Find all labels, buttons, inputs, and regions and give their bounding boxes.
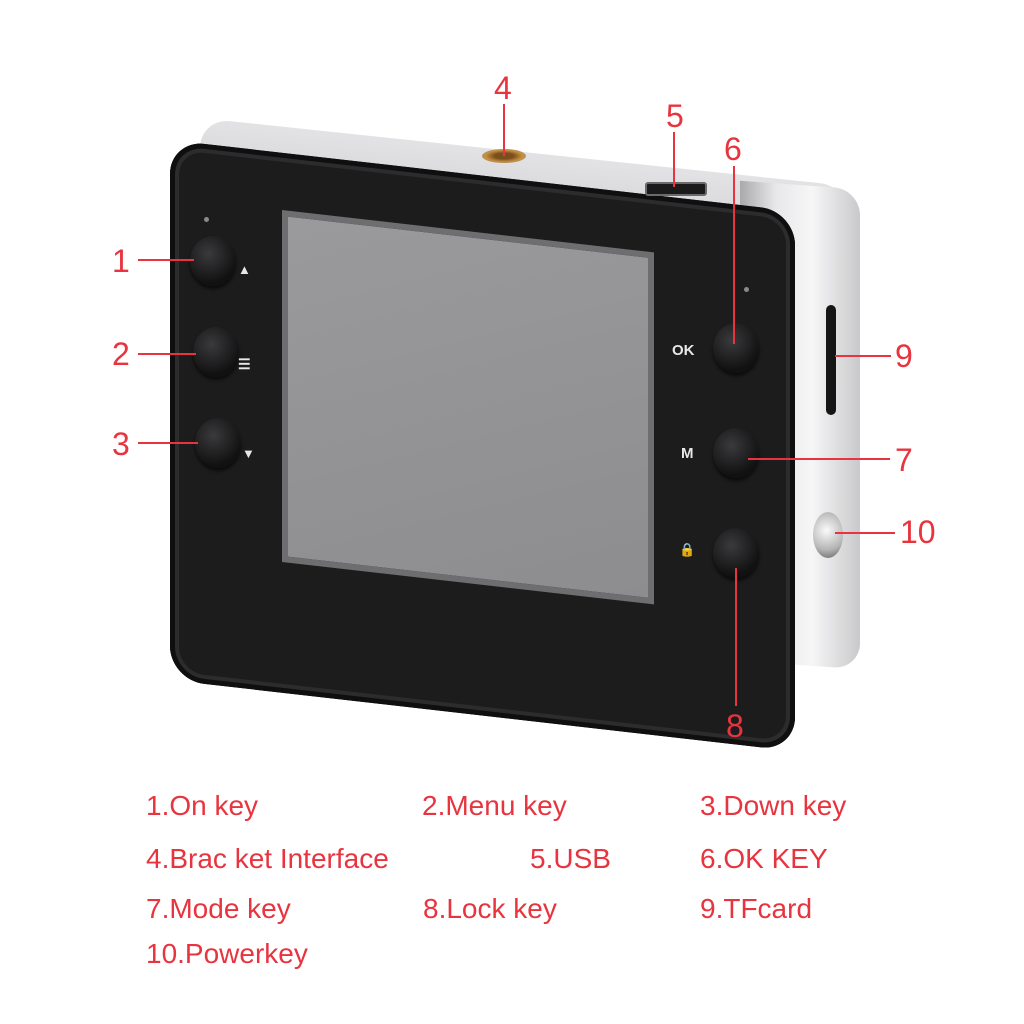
callout-8: 8 bbox=[726, 708, 744, 744]
on-key-button[interactable] bbox=[190, 236, 236, 286]
lcd-screen bbox=[282, 210, 654, 605]
callout-2: 2 bbox=[112, 336, 130, 372]
legend-item-3: 3.Down key bbox=[700, 790, 847, 821]
legend-item-2: 2.Menu key bbox=[422, 790, 567, 821]
mode-label: M bbox=[681, 445, 694, 462]
legend-item-6: 6.OK KEY bbox=[700, 843, 828, 874]
callout-line-6 bbox=[733, 166, 735, 344]
callout-1: 1 bbox=[112, 243, 130, 279]
ok-key-button[interactable] bbox=[713, 323, 759, 373]
callout-line-8 bbox=[735, 568, 737, 706]
ok-label: OK bbox=[672, 342, 695, 359]
callout-line-9 bbox=[835, 355, 891, 357]
callout-4: 4 bbox=[494, 70, 512, 106]
callout-line-7 bbox=[748, 458, 890, 460]
legend-item-4: 4.Brac ket Interface bbox=[146, 843, 389, 874]
callout-line-4 bbox=[503, 104, 505, 156]
legend-item-8: 8.Lock key bbox=[423, 893, 557, 924]
menu-key-button[interactable] bbox=[193, 327, 239, 377]
bracket-interface-mount bbox=[482, 149, 526, 163]
callout-7: 7 bbox=[895, 442, 913, 478]
mode-key-button[interactable] bbox=[713, 428, 759, 478]
tf-card-slot bbox=[826, 305, 836, 415]
callout-5: 5 bbox=[666, 98, 684, 134]
led-indicator-right bbox=[744, 287, 749, 292]
callout-10: 10 bbox=[900, 514, 936, 550]
legend-item-7: 7.Mode key bbox=[146, 893, 291, 924]
callout-3: 3 bbox=[112, 426, 130, 462]
usb-port bbox=[645, 182, 707, 196]
callout-line-1 bbox=[138, 259, 194, 261]
led-indicator-left bbox=[204, 217, 209, 222]
legend-item-5: 5.USB bbox=[530, 843, 611, 874]
legend-item-9: 9.TFcard bbox=[700, 893, 813, 924]
up-arrow-icon: ▲ bbox=[238, 262, 251, 277]
callout-line-10 bbox=[835, 532, 895, 534]
callout-6: 6 bbox=[724, 131, 742, 167]
legend-item-10: 10.Powerkey bbox=[146, 938, 308, 969]
menu-icon: ☰ bbox=[238, 356, 251, 372]
lock-icon: 🔒 bbox=[679, 542, 696, 557]
down-arrow-icon: ▼ bbox=[242, 446, 255, 461]
down-key-button[interactable] bbox=[195, 418, 241, 468]
callout-line-5 bbox=[673, 132, 675, 187]
callout-line-3 bbox=[138, 442, 198, 444]
legend-item-1: 1.On key bbox=[146, 790, 259, 821]
power-key-button[interactable] bbox=[813, 512, 843, 558]
callout-9: 9 bbox=[895, 338, 913, 374]
callout-line-2 bbox=[138, 353, 196, 355]
